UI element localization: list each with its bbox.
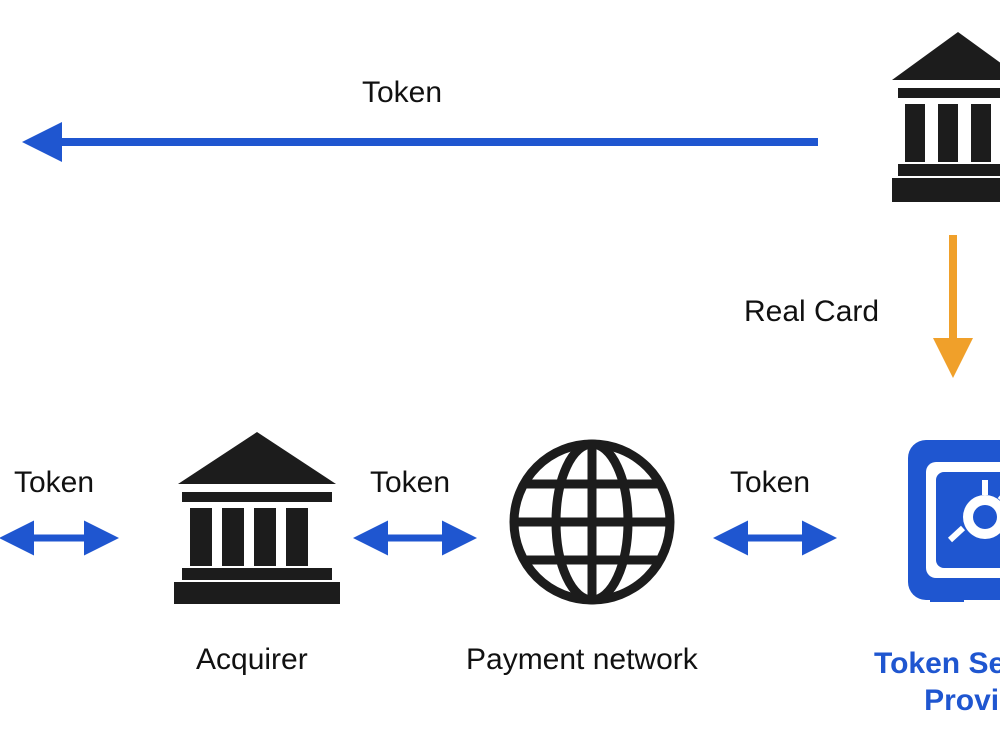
- bank-icon: [174, 432, 340, 604]
- network-provider-token-label: Token: [730, 466, 811, 499]
- left-token-label: Token: [14, 466, 95, 499]
- token-service-provider-label-line2: Provi: [924, 683, 1000, 717]
- bank-icon: [892, 32, 1000, 202]
- token-service-provider-label: Token Se Provi: [874, 646, 1000, 719]
- globe-icon: [509, 439, 675, 605]
- token-service-provider-label-line1: Token Se: [874, 647, 1000, 680]
- acquirer-network-token-label: Token: [370, 466, 451, 499]
- acquirer-label: Acquirer: [196, 643, 308, 676]
- payment-network-label: Payment network: [466, 643, 698, 676]
- real-card-label: Real Card: [744, 295, 880, 328]
- top-token-label: Token: [362, 76, 443, 109]
- vault-icon: [908, 440, 1000, 602]
